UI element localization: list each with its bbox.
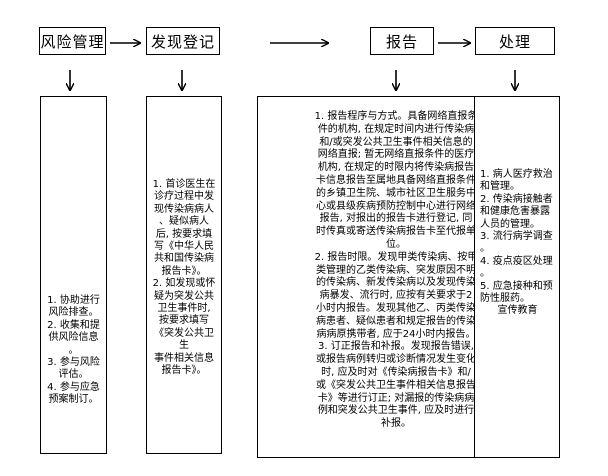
- report-line: 卡信息报告至属地具备网络直报条件: [316, 174, 476, 186]
- handle-line: 宣传教育: [497, 305, 538, 317]
- report-line: 或报告病例转归或诊断情况发生变化: [316, 354, 476, 366]
- report-line: 件的机构, 在规定时间内进行传染病: [317, 123, 475, 135]
- report-line: 例和突发公共卫生事件, 应及时进行: [317, 405, 475, 417]
- risk-line: 。: [68, 344, 79, 356]
- discover-line: 诊疗过程中发: [154, 191, 214, 203]
- header-report: 报告: [370, 27, 434, 55]
- header-risk-management: 风险管理: [39, 27, 106, 55]
- report-line: 心或县级疾病预防控制中心进行网络: [316, 200, 476, 212]
- report-line: 报告, 对报出的报告卡进行登记, 同: [319, 213, 473, 225]
- discover-line: 写《中华人民: [154, 241, 214, 253]
- risk-line: 1. 协助进行: [47, 295, 100, 306]
- report-line: 时传真或寄送传染病报告卡至代报单: [316, 226, 476, 238]
- discover-line: 、疑似病人: [159, 216, 209, 228]
- handle-line: 。: [480, 243, 490, 255]
- header-discover-register: 发现登记: [146, 27, 220, 55]
- discover-line: 按要求填写: [159, 315, 209, 327]
- discover-line: 事件相关信息: [154, 352, 214, 364]
- risk-line: 评估。: [58, 369, 89, 381]
- handle-line: 1. 病人医疗救治: [480, 169, 553, 180]
- report-line: 和/或突发公共卫生事件相关信息的: [319, 136, 473, 148]
- handle-line: 防性服药。: [480, 293, 530, 305]
- handle-line: 3. 流行病学调查: [480, 231, 553, 243]
- discover-line: 共和国传染病: [154, 253, 214, 265]
- risk-line: 供风险信息: [48, 332, 99, 344]
- discover-line: 疑为突发公共: [154, 290, 214, 302]
- discover-line: 卫生事件时,: [157, 303, 211, 315]
- handle-line: 人员的管理。: [480, 218, 540, 230]
- header-report-label: 报告: [385, 32, 418, 51]
- report-line: 病暴发、流行时, 应按有关要求于2: [319, 290, 473, 302]
- discover-line: 2. 如发现或怀: [152, 278, 216, 290]
- risk-line: 3. 参与风险: [47, 357, 100, 369]
- report-line: 2. 报告时限。发现甲类传染病、按甲: [314, 251, 478, 263]
- handle-line: 和健康危害暴露: [480, 206, 550, 218]
- risk-line: 4. 参与应急: [47, 381, 100, 393]
- discover-register-box: 1. 首诊医生在 诊疗过程中发 现传染病病人 、疑似病人 后, 按要求填 写《中…: [146, 96, 222, 454]
- risk-line: 风险排查。: [48, 307, 99, 319]
- report-line: 病病原携带者, 应于24小时内报告。: [316, 328, 476, 340]
- report-line: 的乡镇卫生院、城市社区卫生服务中: [316, 187, 476, 199]
- handle-line: 4. 疫点疫区处理: [480, 255, 553, 267]
- discover-line: 现传染病病人: [154, 203, 214, 215]
- report-line: 病患者、疑似患者和规定报告的传染: [316, 315, 476, 327]
- handle-line: 5. 应急接种和预: [480, 280, 553, 292]
- report-line: 类管理的乙类传染病、突发原因不明: [316, 264, 476, 276]
- report-line: 时, 应及时对《传染病报告卡》和/: [321, 366, 471, 378]
- discover-line: 《突发公共卫生: [154, 327, 214, 352]
- report-line: 机构, 在规定的时限内将传染病报告: [317, 162, 475, 174]
- handle-line: 2. 传染病接触者: [480, 193, 553, 205]
- report-line: 网络直报; 暂无网络直报条件的医疗: [317, 149, 475, 161]
- report-line: 位。: [386, 238, 406, 250]
- handle-line: 和管理。: [480, 181, 520, 193]
- report-line: 的传染病、新发传染病以及发现传染: [316, 277, 476, 289]
- discover-line: 1. 首诊医生在: [152, 179, 216, 190]
- handle-box: 1. 病人医疗救治 和管理。 2. 传染病接触者 和健康危害暴露 人员的管理。 …: [474, 96, 560, 458]
- risk-management-box: 1. 协助进行 风险排查。 2. 收集和提 供风险信息 。 3. 参与风险 评估…: [40, 96, 107, 454]
- report-line: 或《突发公共卫生事件相关信息报告: [316, 379, 476, 391]
- risk-line: 预案制订。: [48, 394, 99, 406]
- discover-line: 报告卡》。: [161, 265, 207, 277]
- report-line: 1. 报告程序与方式。具备网络直报条: [314, 111, 478, 122]
- report-line: 3. 订正报告和补报。发现报告错误,: [318, 341, 474, 353]
- discover-line: 后, 按要求填: [155, 228, 213, 240]
- header-discover-label: 发现登记: [150, 32, 215, 51]
- discover-line: 报告卡》。: [161, 365, 207, 377]
- report-line: 小时内报告。发现其他乙、丙类传染: [316, 302, 476, 314]
- report-line: 卡》等进行订正; 对漏报的传染病病: [317, 392, 475, 404]
- header-handle: 处理: [475, 27, 555, 55]
- report-line: 补报。: [381, 418, 411, 430]
- header-handle-label: 处理: [498, 32, 531, 51]
- header-risk-label: 风险管理: [40, 32, 105, 51]
- risk-line: 2. 收集和提: [47, 319, 100, 331]
- handle-line: 。: [480, 268, 490, 280]
